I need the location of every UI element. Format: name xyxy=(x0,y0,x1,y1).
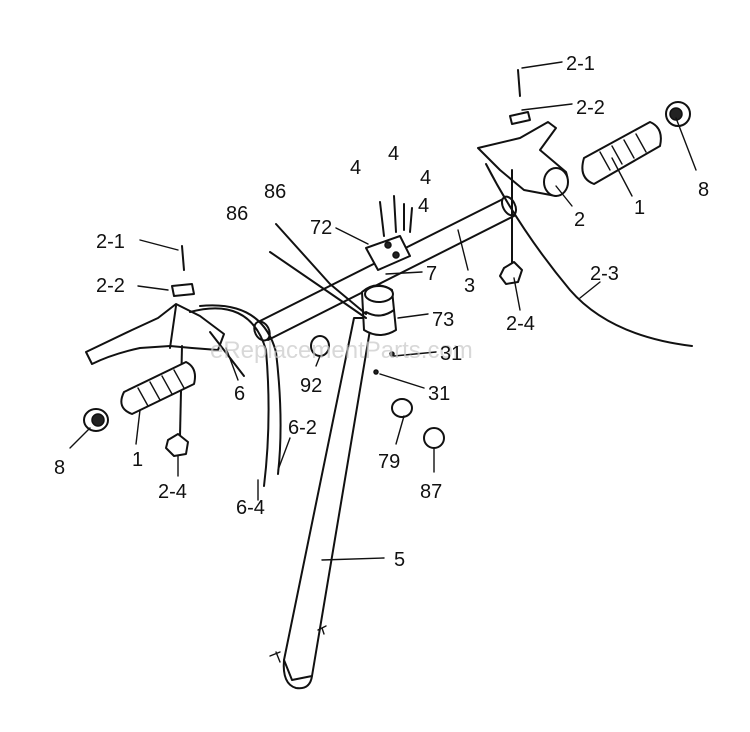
label-87: 87 xyxy=(420,481,442,503)
label-79: 79 xyxy=(378,451,400,473)
label-72: 72 xyxy=(310,217,332,239)
label-2-1-top: 2-1 xyxy=(566,53,595,75)
label-1-left: 1 xyxy=(132,449,143,471)
label-8-left: 8 xyxy=(54,457,65,479)
label-86-b: 86 xyxy=(226,203,248,225)
label-4-c: 4 xyxy=(420,167,431,189)
label-6: 6 xyxy=(234,383,245,405)
label-4-d: 4 xyxy=(418,195,429,217)
label-8-right: 8 xyxy=(698,179,709,201)
clamp-block xyxy=(361,284,397,336)
cables-86 xyxy=(269,223,367,319)
label-5: 5 xyxy=(394,549,405,571)
small-parts xyxy=(310,335,445,449)
label-2-2-left: 2-2 xyxy=(96,275,125,297)
label-6-4: 6-4 xyxy=(236,497,265,519)
right-lever xyxy=(477,69,569,285)
label-2-4-right: 2-4 xyxy=(506,313,535,335)
label-7: 7 xyxy=(426,263,437,285)
label-2-4-left: 2-4 xyxy=(158,481,187,503)
right-grip xyxy=(581,101,691,185)
label-2-1-left: 2-1 xyxy=(96,231,125,253)
top-clamp xyxy=(365,195,413,271)
label-3: 3 xyxy=(464,275,475,297)
label-4-a: 4 xyxy=(350,157,361,179)
label-31-b: 31 xyxy=(428,383,450,405)
label-4-b: 4 xyxy=(388,143,399,165)
label-2-3: 2-3 xyxy=(590,263,619,285)
callout-labels: 2-1 2-2 8 1 2 2-3 2-4 3 4 4 4 4 72 86 86… xyxy=(54,53,709,571)
left-lever xyxy=(85,245,225,457)
label-31-a: 31 xyxy=(440,343,462,365)
label-73: 73 xyxy=(432,309,454,331)
label-6-2: 6-2 xyxy=(288,417,317,439)
label-2-2-top: 2-2 xyxy=(576,97,605,119)
cable-2-3 xyxy=(485,163,693,347)
label-92: 92 xyxy=(300,375,322,397)
label-86-a: 86 xyxy=(264,181,286,203)
cables-6 xyxy=(189,304,282,487)
label-2: 2 xyxy=(574,209,585,231)
leader-lines xyxy=(69,61,697,561)
label-1-right: 1 xyxy=(634,197,645,219)
watermark: eReplacementParts.com xyxy=(210,337,473,364)
handle-post xyxy=(269,317,373,690)
left-grip xyxy=(83,361,196,432)
